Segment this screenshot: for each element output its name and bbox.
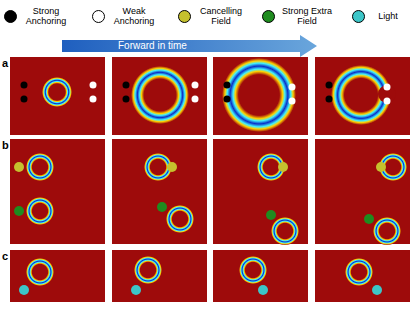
legend-text: Cancelling Field [194,6,248,26]
time-arrow-label: Forward in time [118,40,187,52]
row-label: c [2,250,8,262]
legend-text: Light [368,11,408,21]
row-label: a [2,57,8,69]
legend-swatch [4,10,17,23]
legend-text: Strong Anchoring [20,6,72,26]
legend-swatch [178,10,191,23]
row-label: b [2,139,9,151]
legend-swatch [262,10,275,23]
legend-swatch [92,10,105,23]
legend-text: Weak Anchoring [108,6,160,26]
legend-text: Strong Extra Field [278,6,336,26]
legend-swatch [352,10,365,23]
